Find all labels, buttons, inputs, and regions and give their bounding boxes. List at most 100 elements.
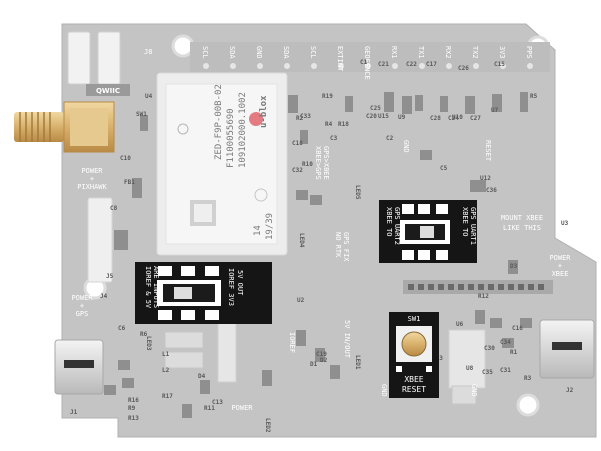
inductor: [451, 385, 477, 405]
header-pin: [338, 63, 344, 69]
part-designator: R13: [128, 415, 139, 422]
module-model: ZED-F9P-00B-02: [214, 84, 224, 160]
header-pin: [500, 63, 506, 69]
diode-d1: [164, 331, 204, 349]
usb-connector-left: [54, 339, 104, 395]
part-designator: C28: [430, 115, 441, 122]
diode-d2: [164, 351, 204, 369]
connector-label: J5: [106, 273, 114, 280]
part-designator: L2: [162, 367, 170, 374]
module-serial: 109102000.1002: [238, 92, 248, 168]
led-label: LED2: [264, 418, 271, 433]
header-pin: [458, 284, 464, 290]
header-pin: [419, 63, 425, 69]
xbee-reset-highlight[interactable]: SW1 XBEE RESET: [389, 312, 439, 398]
part-designator: C8: [110, 205, 118, 212]
ic-label: U4: [145, 93, 153, 100]
silkscreen-label: 5V IN/OUT: [343, 320, 351, 359]
part-designator: C24: [448, 115, 459, 122]
header-pin: [230, 63, 236, 69]
part-designator: C25: [370, 105, 381, 112]
part-designator: R17: [162, 393, 173, 400]
header-pin-label: RX1: [390, 46, 398, 59]
connector-label: J1: [70, 409, 78, 416]
part-designator: C31: [500, 367, 511, 374]
silkscreen-label: GND: [380, 384, 388, 397]
part-designator: D2: [320, 357, 328, 364]
part-designator: R2: [296, 115, 304, 122]
part-designator: R1: [510, 349, 518, 356]
ic-label: U6: [456, 321, 464, 328]
silkscreen-label: GPS: [76, 310, 89, 318]
silkscreen-label: GND: [402, 140, 410, 153]
module-serial: F1100055690: [226, 108, 236, 168]
silkscreen-label: GPS FIX: [342, 232, 350, 262]
header-pin-label: 3V3: [498, 46, 506, 59]
silkscreen-label: POWER: [71, 294, 93, 302]
connector-label: J2: [566, 387, 574, 394]
header-pin: [448, 284, 454, 290]
part-designator: C6: [118, 325, 126, 332]
usb-connector-right: [539, 319, 595, 379]
silkscreen-label: +: [558, 262, 562, 270]
svg-text:XBEE: XBEE: [404, 375, 423, 384]
slide-switch-knob: [174, 287, 192, 299]
header-pin-label: RX2: [444, 46, 452, 59]
header-pin: [508, 284, 514, 290]
ic-label: U3: [561, 220, 569, 227]
svg-text:IOREF & 5V: IOREF & 5V: [144, 266, 152, 309]
ic-label: U7: [491, 107, 499, 114]
part-designator: D3: [510, 263, 518, 270]
xbee-switch-highlight[interactable]: XBEE TO GPS UART1 XBEE TO GPS UART2: [379, 200, 477, 263]
part-designator: L1: [162, 351, 170, 358]
header-pin-label: EXTINT: [336, 46, 344, 72]
part-designator: C2: [386, 135, 394, 142]
silkscreen-label: RESET: [484, 140, 492, 162]
header-pin-label: SDA: [282, 46, 290, 59]
svg-text:SW1: SW1: [408, 315, 421, 323]
ic-label: U2: [297, 297, 305, 304]
header-pin: [498, 284, 504, 290]
svg-text:GPS UART1: GPS UART1: [469, 207, 477, 245]
part-designator: R11: [204, 405, 215, 412]
silkscreen-label: POWER: [549, 254, 571, 262]
part-designator: C27: [470, 115, 481, 122]
part-designator: C5: [440, 165, 448, 172]
part-designator: C1: [360, 59, 368, 66]
header-pin: [468, 284, 474, 290]
led-label: LED5: [354, 185, 361, 200]
part-designator: FB1: [124, 179, 135, 186]
svg-text:14: 14: [253, 225, 263, 236]
led-label: LED4: [298, 233, 305, 248]
part-designator: C16: [512, 325, 523, 332]
part-designator: C34: [500, 339, 511, 346]
ic-label: U10: [452, 114, 463, 121]
silkscreen-label: XBEE: [552, 270, 569, 278]
svg-text:XBEE TO: XBEE TO: [461, 207, 469, 237]
header-pin-label: SCL: [201, 46, 209, 59]
header-pin: [527, 63, 533, 69]
header-pin: [438, 284, 444, 290]
part-designator: D1: [310, 361, 318, 368]
silkscreen-label: POWER: [81, 167, 103, 175]
part-designator: SW1: [136, 111, 147, 118]
part-designator: C30: [484, 345, 495, 352]
ioref-switch-highlight[interactable]: IOREF 3V3 5V OUT IOREF & 5V ARE INPUTS: [135, 262, 272, 324]
header-pin: [418, 284, 424, 290]
header-pin: [538, 284, 544, 290]
connector-label: J4: [100, 293, 108, 300]
header-pin-label: SDA: [228, 46, 236, 59]
silkscreen-label: MOUNT XBEE: [501, 214, 543, 222]
silkscreen-label: GND: [470, 384, 478, 397]
svg-text:XBEE TO: XBEE TO: [385, 207, 393, 237]
header-pin-label: PPS: [525, 46, 533, 59]
ublox-logo: [249, 112, 263, 126]
part-designator: C20: [366, 113, 377, 120]
silkscreen-label: +: [80, 302, 84, 310]
part-designator: R19: [322, 93, 333, 100]
part-designator: C36: [486, 187, 497, 194]
header-pin-label: TX1: [417, 46, 425, 59]
part-designator: R9: [128, 405, 136, 412]
